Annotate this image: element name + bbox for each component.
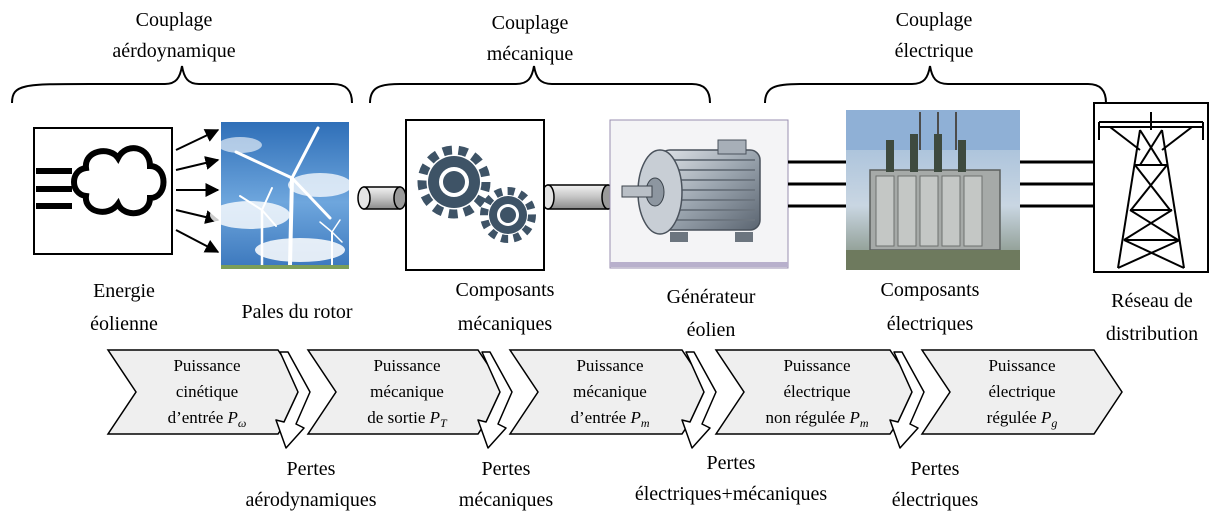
coupling-brace-mechanical xyxy=(369,65,711,104)
component-label-elec-line1: Composants xyxy=(881,279,980,301)
power-chevron-3: Puissance mécanique d’entrée Pm xyxy=(508,349,711,435)
pylon-icon xyxy=(1098,112,1204,269)
component-label-wind-line1: Energie xyxy=(93,280,155,302)
coupling-label-aero-line1: Couplage xyxy=(136,9,213,31)
gears-box xyxy=(405,119,545,271)
power-stage-1-line1: Puissance xyxy=(173,356,240,375)
power-stage-5-line1: Puissance xyxy=(988,356,1055,375)
power-chevron-1: Puissance cinétique d’entrée Pω xyxy=(106,349,307,435)
component-label-wind-line2: éolienne xyxy=(90,313,158,335)
power-lines-transformer-grid xyxy=(1020,160,1094,208)
coupling-label-mech-line1: Couplage xyxy=(492,12,569,34)
gear-icon xyxy=(417,145,491,219)
loss-arrow-mechanical xyxy=(477,351,513,449)
component-label-mech-line1: Composants xyxy=(456,279,555,301)
power-stage-3-line2: mécanique xyxy=(573,382,647,401)
loss-label-mech-line1: Pertes xyxy=(482,458,531,480)
power-stage-4-line2: électrique xyxy=(783,382,850,401)
power-chevron-4: Puissance électrique non régulée Pm xyxy=(714,349,919,435)
loss-label-elec-line2: électriques xyxy=(892,489,979,511)
coupling-label-mech-line2: mécanique xyxy=(487,43,574,65)
component-label-elec-line2: électriques xyxy=(887,313,974,335)
loss-label-elecmech-line2: électriques+mécaniques xyxy=(635,483,828,505)
power-stage-4-line3: non régulée Pm xyxy=(765,408,868,430)
power-stage-4-line1: Puissance xyxy=(783,356,850,375)
coupling-label-aero-line2: aérdoynamique xyxy=(112,40,235,62)
loss-arrow-electrical xyxy=(889,351,925,449)
coupling-label-elec-line2: électrique xyxy=(895,40,974,62)
loss-arrow-aerodynamic xyxy=(275,351,311,449)
loss-arrow-elec-mech xyxy=(681,351,717,449)
power-stage-2-line2: mécanique xyxy=(370,382,444,401)
power-stage-5-line2: électrique xyxy=(988,382,1055,401)
wind-arrows xyxy=(175,129,220,253)
power-stage-1-line3: d’entrée Pω xyxy=(168,408,247,430)
component-label-generator-line1: Générateur xyxy=(667,286,756,308)
wind-cloud-icon xyxy=(36,145,167,216)
gear-icon xyxy=(480,187,536,243)
loss-label-aero-line1: Pertes xyxy=(287,458,336,480)
coupling-label-elec-line1: Couplage xyxy=(896,9,973,31)
wind-energy-box xyxy=(33,127,173,255)
shaft-rotor-gears xyxy=(357,186,407,210)
coupling-brace-aerodynamic xyxy=(11,65,353,104)
loss-label-mech-line2: mécaniques xyxy=(459,489,554,511)
power-chevron-5: Puissance électrique régulée Pg xyxy=(920,349,1123,435)
wind-turbine-image xyxy=(210,122,352,269)
loss-label-aero-line2: aérodynamiques xyxy=(245,489,376,511)
power-chevron-2: Puissance mécanique de sortie PT xyxy=(306,349,507,435)
power-stage-5-line3: régulée Pg xyxy=(987,408,1058,430)
power-stage-3-line3: d’entrée Pm xyxy=(571,408,650,430)
transformer-image xyxy=(846,110,1020,270)
generator-image xyxy=(609,119,789,269)
power-stage-2-line1: Puissance xyxy=(373,356,440,375)
power-stage-2-line3: de sortie PT xyxy=(367,408,448,430)
component-label-mech-line2: mécaniques xyxy=(458,313,553,335)
loss-label-elecmech-line1: Pertes xyxy=(707,452,756,474)
power-lines-generator-transformer xyxy=(788,160,846,208)
power-stage-3-line1: Puissance xyxy=(576,356,643,375)
loss-label-elec-line1: Pertes xyxy=(911,458,960,480)
component-label-grid-line2: distribution xyxy=(1106,323,1198,345)
component-label-rotor: Pales du rotor xyxy=(241,301,352,323)
grid-pylon-box xyxy=(1093,102,1209,273)
power-stage-1-line2: cinétique xyxy=(176,382,238,401)
component-label-grid-line1: Réseau de xyxy=(1111,290,1193,312)
coupling-brace-electrical xyxy=(764,65,1107,104)
shaft-gears-generator xyxy=(541,184,615,210)
component-label-generator-line2: éolien xyxy=(687,319,736,341)
